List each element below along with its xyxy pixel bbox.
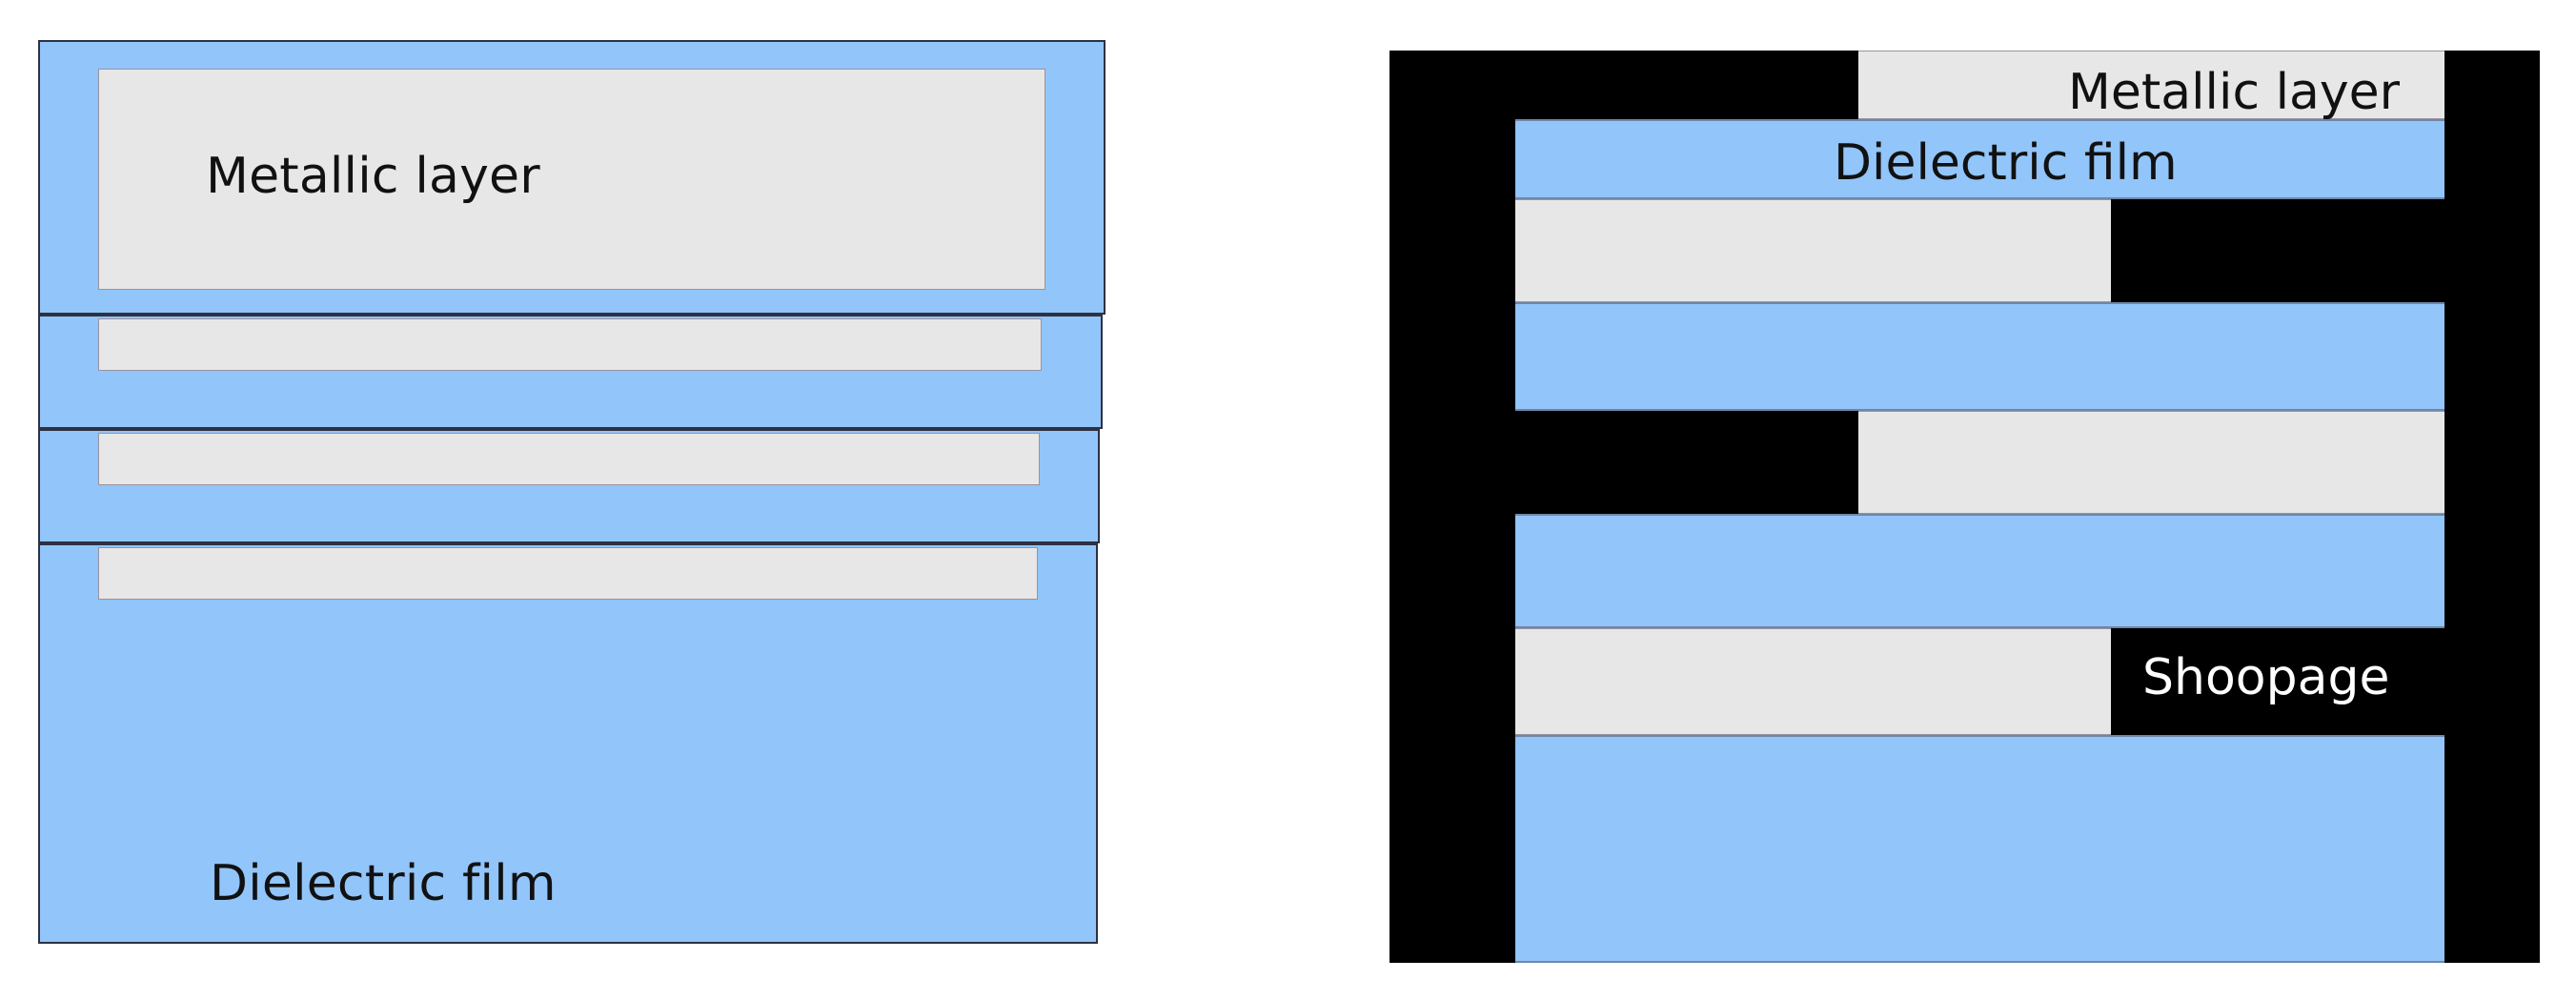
left-block-3 <box>38 543 1098 944</box>
left-metallic-layer-label: Metallic layer <box>206 148 540 205</box>
right-band-metallic-6 <box>1515 628 2111 735</box>
left-dielectric-film-label: Dielectric film <box>210 855 557 912</box>
left-diagram: Metallic layer Dielectric film <box>38 40 1105 944</box>
right-band-dielectric-5 <box>1515 514 2444 628</box>
right-dielectric-film-label: Dielectric film <box>1834 134 2178 192</box>
right-metallic-layer-label: Metallic layer <box>2068 64 2401 121</box>
right-diagram: Metallic layer Dielectric film Shoopage <box>1389 51 2540 963</box>
right-band-metallic-2 <box>1515 199 2111 302</box>
right-shoopage-label: Shoopage <box>2142 649 2390 706</box>
right-band-metallic-4 <box>1858 411 2444 514</box>
left-metallic-box-2 <box>98 433 1040 485</box>
left-metallic-box-1 <box>98 318 1042 371</box>
left-metallic-box-0 <box>98 69 1045 290</box>
right-band-dielectric-3 <box>1515 302 2444 411</box>
right-band-dielectric-1 <box>1515 119 2444 199</box>
left-metallic-box-3 <box>98 547 1038 600</box>
right-band-dielectric-7 <box>1515 735 2444 963</box>
right-band-metallic-0 <box>1858 51 2444 119</box>
